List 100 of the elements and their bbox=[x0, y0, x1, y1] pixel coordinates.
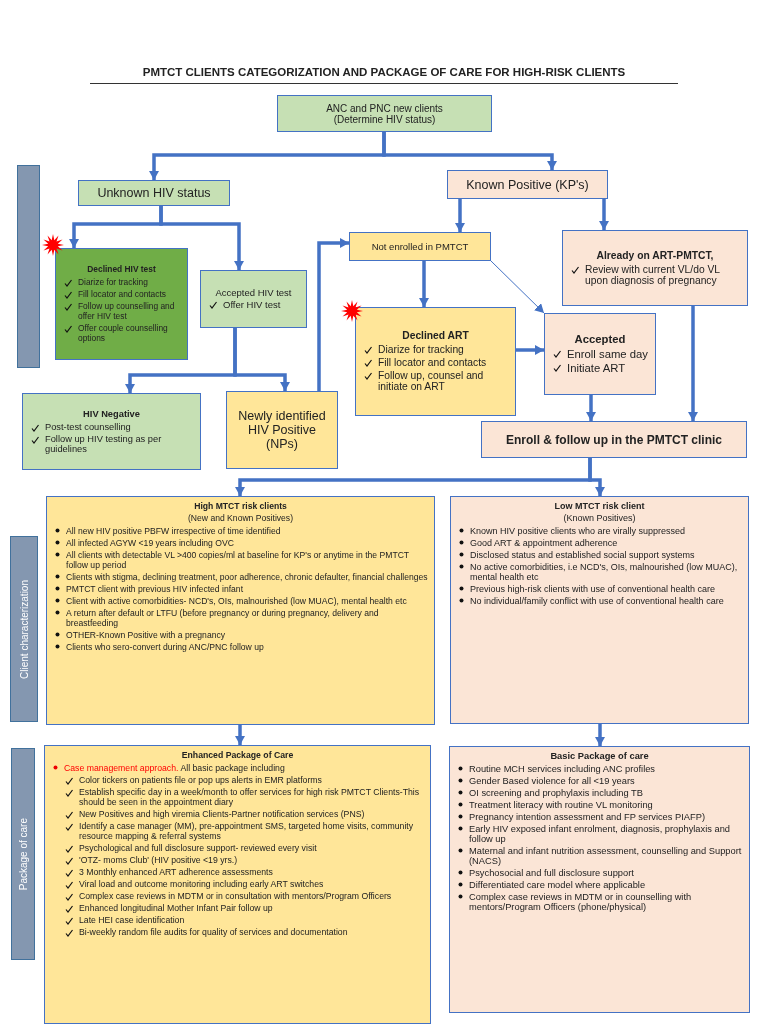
list-item: Treatment literacy with routine VL monitoring bbox=[469, 800, 653, 810]
process-box bbox=[200, 270, 307, 328]
arrow bbox=[595, 724, 605, 746]
bar-label: Client characterization bbox=[18, 579, 30, 679]
process-box bbox=[562, 230, 748, 306]
arrow bbox=[455, 199, 465, 232]
list-item: All basic package including bbox=[180, 763, 285, 773]
list-item: No active comorbidities, i.e NCD's, OIs, malnourished (low MUAC), mental health etc bbox=[470, 562, 739, 582]
list-item: Offer couple counselling options bbox=[78, 323, 169, 343]
list-item: Color tickers on patients file or pop ups alerts in EMR platforms bbox=[79, 775, 322, 785]
process-box bbox=[544, 313, 656, 395]
list-item: A return after default or LTFU (before pregnancy or during pregnancy, delivery and breastfeeding bbox=[66, 608, 380, 628]
arrow bbox=[317, 238, 349, 391]
list-item: Late HEI case identification bbox=[79, 915, 185, 925]
list-item: Diarize for tracking bbox=[378, 344, 464, 355]
title: PMTCT CLIENTS CATEGORIZATION AND PACKAGE OF CARE FOR HIGH-RISK CLIENTS bbox=[141, 66, 627, 78]
arrow bbox=[419, 261, 429, 307]
box-heading: Enhanced Package of Care bbox=[180, 750, 295, 760]
list-item: Diarize for tracking bbox=[78, 277, 148, 287]
list-item: Complex case reviews in MDTM or in counselling with mentors/Program Officers (phone/physical) bbox=[469, 892, 693, 912]
arrow bbox=[586, 395, 596, 421]
box-text: Accepted HIV test bbox=[214, 287, 293, 298]
list-item: Client with active comorbidities- NCD's, OIs, malnourished (low MUAC), mental health etc bbox=[66, 596, 407, 606]
list-item: Offer HIV test bbox=[223, 299, 281, 310]
category-box bbox=[46, 496, 435, 725]
process-box bbox=[78, 180, 230, 206]
side-bar bbox=[17, 165, 40, 368]
arrow bbox=[159, 206, 244, 270]
process-box bbox=[22, 393, 201, 470]
box-heading: Basic Package of care bbox=[549, 751, 650, 761]
box-heading: Low MTCT risk client bbox=[553, 501, 646, 511]
list-item: Routine MCH services including ANC profiles bbox=[469, 764, 655, 774]
list-item: Known HIV positive clients who are virally suppressed bbox=[470, 526, 686, 536]
process-box bbox=[55, 248, 188, 360]
package-box bbox=[44, 745, 431, 1024]
list-item: Gender Based violence for all <19 years bbox=[469, 776, 635, 786]
box-subheading: (Known Positives) bbox=[562, 513, 637, 523]
list-item: 3 Monthly enhanced ART adherence assessments bbox=[79, 867, 273, 877]
box-heading: High MTCT risk clients bbox=[193, 501, 288, 511]
package-box bbox=[449, 746, 750, 1013]
list-item: Establish specific day in a week/month to offer services for high risk PMTCT Clients-This should be seen in the appointment diary bbox=[79, 787, 421, 807]
list-item: Fill locator and contacts bbox=[378, 357, 487, 368]
process-box bbox=[226, 391, 338, 469]
process-box bbox=[349, 232, 491, 261]
arrow bbox=[688, 306, 698, 421]
category-box bbox=[450, 496, 749, 724]
list-item: Clients with stigma, declining treatment, poor adherence, chronic defaulter, financial challenges bbox=[66, 572, 428, 582]
box-heading: Already on ART-PMTCT, bbox=[595, 249, 715, 261]
list-item: All new HIV positive PBFW irrespective of time identified bbox=[66, 526, 281, 536]
list-item: PMTCT client with previous HIV infected infant bbox=[66, 584, 244, 594]
process-box bbox=[481, 421, 747, 458]
arrow bbox=[588, 458, 605, 496]
list-item: Follow up HIV testing as per guidelines bbox=[45, 433, 163, 454]
arrow bbox=[382, 132, 557, 170]
arrow bbox=[235, 725, 245, 745]
box-heading: HIV Negative bbox=[82, 408, 141, 419]
bar-label: Package of care bbox=[17, 817, 29, 891]
process-box bbox=[355, 307, 516, 416]
process-box bbox=[277, 95, 492, 132]
list-item: Disclosed status and established social support systems bbox=[470, 550, 695, 560]
list-item: New Positives and high viremia Clients-Partner notification services (PNS) bbox=[79, 809, 365, 819]
list-item: Psychological and full disclosure support- reviewed every visit bbox=[79, 843, 317, 853]
arrow bbox=[233, 328, 290, 391]
box-heading: Enroll & follow up in the PMTCT clinic bbox=[505, 432, 723, 447]
list-item: Complex case reviews in MDTM or in consultation with mentors/Program Officers bbox=[79, 891, 392, 901]
list-item: Differentiated care model where applicable bbox=[469, 880, 646, 890]
arrow bbox=[490, 260, 545, 314]
list-item: Enroll same day bbox=[567, 348, 648, 360]
list-item: 'OTZ- moms Club' (HIV positive <19 yrs.) bbox=[79, 855, 238, 865]
list-item: Follow up, counsel and initiate on ART bbox=[378, 370, 485, 392]
list-item: Maternal and infant nutrition assessment, counselling and Support (NACS) bbox=[469, 846, 743, 866]
process-box bbox=[447, 170, 608, 199]
list-item: OI screening and prophylaxis including TB bbox=[469, 788, 643, 798]
list-item: Enhanced longitudinal Mother Infant Pair follow up bbox=[79, 903, 273, 913]
list-item: Initiate ART bbox=[567, 362, 626, 374]
list-item: OTHER-Known Positive with a pregnancy bbox=[66, 630, 226, 640]
highlighted-text: Case management approach. bbox=[64, 763, 179, 773]
list-item: Follow up counselling and offer HIV test bbox=[78, 301, 176, 321]
box-text: (Determine HIV status) bbox=[332, 113, 437, 125]
list-item: Psychosocial and full disclosure support bbox=[469, 868, 634, 878]
list-item: All infected AGYW <19 years including OVC bbox=[66, 538, 234, 548]
box-text: Newly identified HIV Positive (NPs) bbox=[237, 409, 327, 451]
arrow bbox=[516, 345, 544, 355]
list-item: Identify a case manager (MM), pre-appointment SMS, targeted home visits, community resource mapping & referral systems bbox=[79, 821, 415, 841]
list-item: Post-test counselling bbox=[45, 421, 131, 432]
list-item: Pregnancy intention assessment and FP services PIAFP) bbox=[469, 812, 705, 822]
list-item: Viral load and outcome monitoring including early ART switches bbox=[79, 879, 324, 889]
list-item: No individual/family conflict with use of conventional health care bbox=[470, 596, 724, 606]
box-heading: Declined HIV test bbox=[86, 264, 157, 274]
list-item: Early HIV exposed infant enrolment, diagnosis, prophylaxis and follow up bbox=[469, 824, 731, 844]
list-item: Previous high-risk clients with use of conventional health care bbox=[470, 584, 716, 594]
box-text: Unknown HIV status bbox=[96, 186, 212, 200]
side-bar bbox=[10, 536, 38, 722]
list-item: Review with current VL/do VL upon diagnosis of pregnancy bbox=[585, 263, 721, 286]
box-text: ANC and PNC new clients bbox=[325, 102, 444, 114]
box-heading: Declined ART bbox=[401, 330, 470, 341]
arrow bbox=[599, 199, 609, 230]
list-item: Fill locator and contacts bbox=[78, 289, 166, 299]
box-heading: Accepted bbox=[573, 333, 627, 345]
list-item: All clients with detectable VL >400 copies/ml at baseline for KP's or anytime in the PMTCT follow up period bbox=[66, 550, 410, 570]
